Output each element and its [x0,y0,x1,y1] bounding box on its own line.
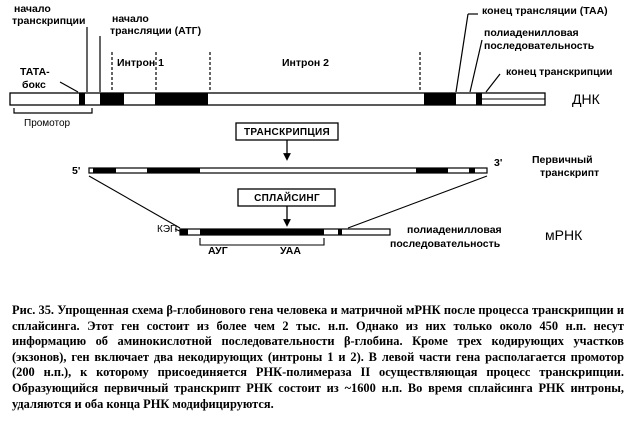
pt-exon-3 [416,168,448,173]
splice-right-line [347,175,488,229]
dna-exon-2 [155,93,208,105]
tata-box [79,93,85,105]
polyA-dna-pointer [469,39,483,93]
dna-exon-3 [424,93,456,105]
tl-end-label: конец трансляции (ТАА) [482,5,608,17]
tx-start-label-1: начало [14,3,51,15]
mrna-polyA-signal [338,229,342,235]
polyA-mrna-label-2: последовательность [390,238,501,250]
coding-bracket [199,238,325,246]
pt-polyA [469,168,475,173]
gene-diagram: начало транскрипции начало трансляции (А… [9,3,613,257]
mrna-bar [179,228,391,236]
mrna-coding-region [200,229,324,235]
dna-polyA-site [476,93,482,105]
promoter-bracket [13,108,93,114]
primary-label-1: Первичный [532,154,593,166]
pt-exon-1 [93,168,116,173]
tata-pointer [59,81,79,93]
tx-start-label-2: транскрипции [12,15,85,27]
figure-caption: Рис. 35. Упрощенная схема β-глобинового … [12,303,624,411]
dna-label: ДНК [572,91,601,107]
intron1-label: Интрон 1 [117,57,164,69]
transcription-label: ТРАНСКРИПЦИЯ [244,127,330,138]
dna-exon-1 [100,93,124,105]
tl-end-pointer [455,13,469,93]
intron2-label: Интрон 2 [282,57,329,69]
aug-label: АУГ [208,245,228,257]
cap-label: КЭП [157,224,177,235]
mrna-cap [180,229,188,235]
tx-end-pointer [485,73,501,93]
tata-label-2: бокс [22,79,46,91]
primary-label-2: транскрипт [540,167,599,179]
pt-exon-2 [147,168,200,173]
mrna-label: мРНК [545,227,583,243]
three-prime-label: 3' [494,157,502,169]
tl-start-label-2: трансляции (АТГ) [110,25,201,37]
dna-bar [9,92,546,106]
primary-transcript-bar [88,167,488,174]
splice-left-line [88,175,181,229]
splicing-label: СПЛАЙСИНГ [254,191,320,204]
promoter-label: Промотор [24,118,71,129]
polyA-dna-label-1: полиаденилловая [484,27,579,39]
polyA-mrna-label-1: полиаденилловая [407,224,502,236]
uaa-label: УАА [280,245,301,257]
tx-end-label: конец транскрипции [506,66,613,78]
five-prime-label: 5' [72,165,80,177]
polyA-dna-label-2: последовательность [484,40,595,52]
tl-start-label-1: начало [112,13,149,25]
tata-label-1: ТАТА- [20,66,50,78]
